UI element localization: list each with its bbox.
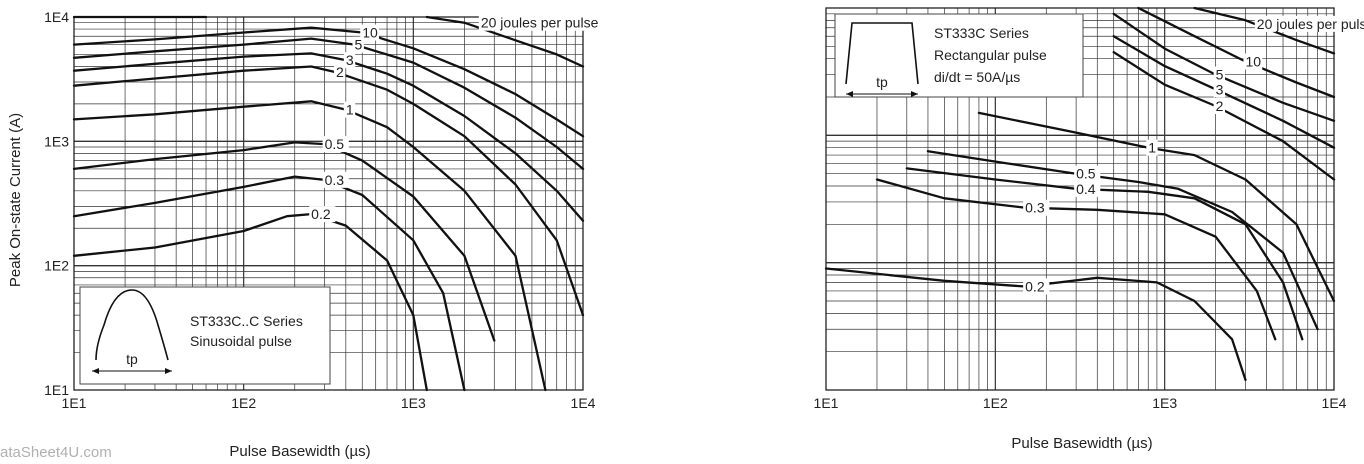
chart-1-legend-line: ST333C..C Series: [190, 313, 303, 329]
chart-1-curve-label-bg: [333, 64, 346, 81]
chart-2-x-tick-label: 1E1: [814, 395, 839, 411]
chart-1-y-tick-label: 1E1: [44, 382, 69, 398]
chart-2-inset-label: tp: [876, 74, 888, 90]
chart-1-curve-label: 0.5: [325, 136, 345, 152]
chart-1-curves: [72, 15, 585, 392]
chart-1-curve-label: 0.2: [311, 206, 331, 222]
chart-2-inset-box: [834, 13, 1084, 98]
chart-1-plot-frame: [73, 16, 584, 391]
chart-2-series-line: [977, 111, 1336, 303]
chart-1-inset-label: tp: [126, 351, 138, 367]
chart-1-series-line: [72, 26, 585, 138]
chart-2-curve-label: 0.3: [1025, 200, 1045, 216]
chart-sinusoidal-pulse: Peak On-state Current (A) Pulse Basewidt…: [7, 9, 624, 460]
chart-1-x-tick-label: 1E1: [62, 395, 87, 411]
chart-1-curve-label-bg: [322, 171, 349, 188]
chart-1-x-tick-label: 1E2: [231, 395, 256, 411]
chart-2-series-line: [905, 167, 1304, 341]
chart-1-y-tick-label: 1E4: [44, 9, 69, 25]
chart-2-legend-line: Rectangular pulse: [934, 47, 1047, 63]
chart-2-legend-line: ST333C Series: [934, 25, 1029, 41]
chart-2-curve-label-bg: [1213, 81, 1226, 98]
chart-1-curve-label-bg: [322, 136, 349, 153]
chart-2-curve-label-bg: [1213, 97, 1226, 114]
chart-2-series-line: [926, 150, 1319, 331]
chart-1-curve-label-bg: [343, 101, 356, 118]
chart-1-curve-label-bg: [478, 14, 624, 31]
chart-2-legend-line: di/dt = 50A/µs: [934, 69, 1020, 85]
chart-1-curve-label-bg: [343, 52, 356, 69]
chart-1-xlabel: Pulse Basewidth (µs): [229, 443, 370, 460]
chart-2-curve-labels: 20 joules per pulse 10 532 1 0.50.4 0.3 0.2: [1023, 16, 1364, 295]
chart-2-curve-label: 1: [1148, 140, 1156, 156]
chart-2-curve-label-bg: [1023, 199, 1050, 216]
chart-1-series-line: [425, 15, 585, 68]
chart-1-series-line: [72, 100, 547, 392]
chart-1-curve-label: 5: [354, 37, 362, 53]
chart-2-x-tick-label: 1E2: [983, 395, 1008, 411]
chart-1-series-line: [72, 52, 585, 222]
chart-2-curve-label-bg: [1074, 165, 1101, 182]
chart-1-x-tick-label: 1E3: [401, 395, 426, 411]
chart-2-curve-label: 20 joules per pulse: [1257, 16, 1364, 32]
chart-1-inset-box: [79, 286, 331, 385]
chart-1-curve-label: 0.3: [325, 172, 345, 188]
chart-1-ylabel: Peak On-state Current (A): [7, 113, 24, 287]
chart-1-curve-label: 20 joules per pulse: [481, 15, 599, 31]
chart-1-curve-label-bg: [360, 24, 380, 41]
chart-1-curve-label-bg: [309, 206, 336, 223]
chart-1-x-tick-label: 1E4: [571, 395, 596, 411]
chart-2-curve-label-bg: [1074, 180, 1101, 197]
chart-2-curve-label-bg: [1023, 278, 1050, 295]
chart-1-curve-label-bg: [352, 36, 364, 53]
chart-1-curve-label: 1: [346, 102, 354, 118]
chart-2-curve-label: 0.2: [1025, 278, 1045, 294]
chart-2-curve-label-bg: [1213, 66, 1226, 83]
chart-1-y-tick-label: 1E2: [44, 258, 69, 274]
sine-pulse-icon: [95, 289, 169, 361]
chart-1-curve-label: 10: [362, 25, 378, 41]
chart-2-curve-label: 0.4: [1076, 181, 1096, 197]
chart-1-curve-label: 2: [336, 64, 344, 80]
chart-2-curve-label-bg: [1146, 139, 1158, 156]
chart-2-xlabel: Pulse Basewidth (µs): [1011, 435, 1152, 452]
chart-2-curve-label-bg: [1254, 15, 1364, 32]
chart-2-curve-label: 0.5: [1076, 166, 1096, 182]
chart-2-x-tick-label: 1E3: [1152, 395, 1177, 411]
chart-2-curve-label: 3: [1216, 81, 1224, 97]
chart-2-series-line: [824, 267, 1247, 382]
chart-2-plot-frame: [825, 7, 1335, 391]
chart-2-curve-label: 10: [1245, 54, 1261, 70]
chart-1-y-tick-label: 1E3: [44, 133, 69, 149]
watermark-text: ataSheet4U.com: [0, 444, 112, 461]
chart-1-legend-line: Sinusoidal pulse: [190, 333, 292, 349]
chart-2-curve-label-bg: [1243, 53, 1263, 70]
chart-2-curve-label: 5: [1216, 67, 1224, 83]
chart-1-series-line: [72, 37, 585, 171]
chart-2-curve-label: 2: [1216, 98, 1224, 114]
chart-1-curve-label: 3: [346, 52, 354, 68]
chart-rectangular-pulse: Pulse Basewidth (µs) 1E1 1E2 1E3 1E4 20 joul…: [814, 6, 1364, 452]
rect-pulse-icon: [845, 22, 919, 85]
chart-2-series-line: [875, 178, 1277, 341]
chart-2-x-tick-label: 1E4: [1322, 395, 1347, 411]
chart-1-series-line: [72, 65, 585, 317]
